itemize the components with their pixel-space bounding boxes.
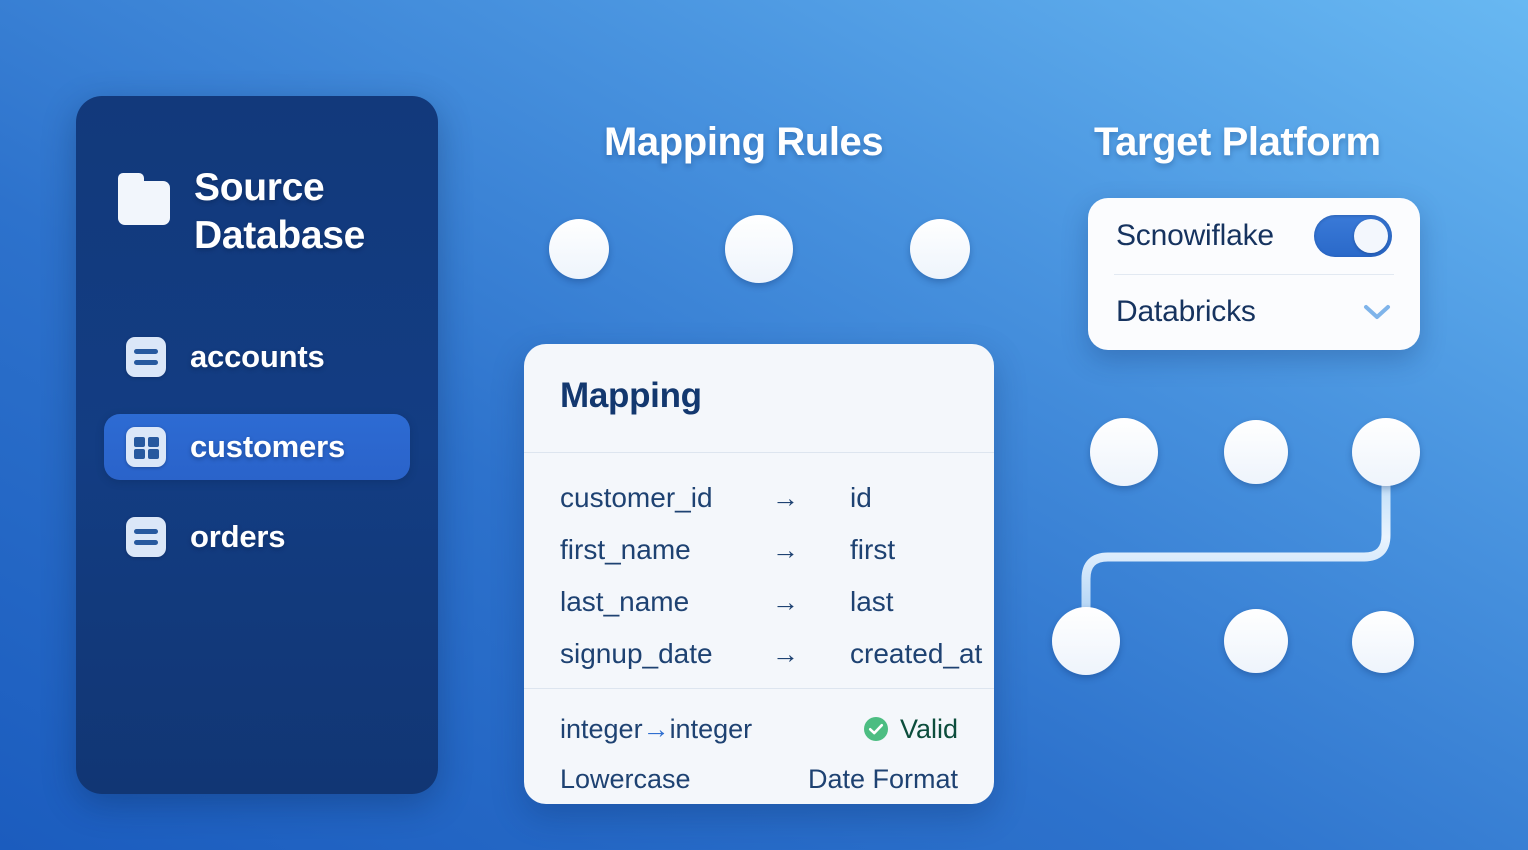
target-option-label: Scnowiflake: [1116, 219, 1274, 252]
mapping-card: Mapping customer_id → id first_name → fi…: [524, 344, 994, 804]
mapping-card-title: Mapping: [560, 376, 702, 415]
arrow-right-icon: →: [772, 638, 799, 669]
status-badge: Valid: [863, 714, 958, 745]
sidebar-item-label: orders: [190, 519, 286, 554]
transform-rules-line: Lowercase Date Format: [560, 754, 958, 804]
target-option-databricks[interactable]: Databricks: [1088, 274, 1420, 350]
graph-node-right-top-1[interactable]: [1090, 418, 1158, 486]
source-database-panel: Source Database accounts customers: [76, 96, 438, 794]
graph-node-top-1[interactable]: [549, 219, 609, 279]
list-rows-icon: [126, 337, 166, 377]
graph-node-right-bottom-2[interactable]: [1224, 609, 1288, 673]
toggle-knob: [1354, 219, 1388, 253]
status-label: Valid: [899, 713, 958, 744]
mapping-source-field: signup_date: [560, 638, 713, 669]
mapping-target-field: last: [850, 586, 894, 617]
sidebar-item-accounts[interactable]: accounts: [104, 324, 410, 390]
graph-node-right-top-3[interactable]: [1352, 418, 1420, 486]
mapping-source-field: customer_id: [560, 482, 713, 513]
type-to: integer: [669, 713, 753, 744]
mapping-row[interactable]: customer_id → id: [524, 472, 994, 524]
check-circle-icon: [863, 717, 888, 741]
cast-arrow-icon: →: [642, 713, 670, 744]
sidebar-item-label: accounts: [190, 339, 325, 374]
mapping-source-field: last_name: [560, 586, 690, 617]
source-database-header: Source Database: [118, 164, 365, 260]
card-divider-bottom: [524, 688, 994, 689]
table-list: accounts customers orders: [104, 324, 410, 594]
target-platform-card: Scnowiflake Databricks: [1088, 198, 1420, 350]
target-option-snowflake[interactable]: Scnowiflake: [1088, 198, 1420, 274]
target-card-divider: [1114, 274, 1394, 275]
graph-node-top-2[interactable]: [725, 215, 793, 283]
snowflake-toggle[interactable]: [1314, 215, 1392, 257]
mapping-row[interactable]: first_name → first: [524, 524, 994, 576]
type-from: integer: [560, 713, 643, 744]
mapping-row[interactable]: signup_date → created_at: [524, 628, 994, 680]
type-and-status-line: integer→integer Valid: [560, 704, 958, 754]
mapping-target-field: first: [850, 534, 896, 565]
mapping-source-field: first_name: [560, 534, 691, 565]
list-rows-icon: [126, 517, 166, 557]
graph-node-right-bottom-1[interactable]: [1052, 607, 1120, 675]
graph-node-right-top-2[interactable]: [1224, 420, 1288, 484]
chevron-down-icon[interactable]: [1362, 303, 1392, 321]
target-option-label: Databricks: [1116, 295, 1256, 328]
graph-node-right-bottom-3[interactable]: [1352, 611, 1414, 673]
graph-node-top-3[interactable]: [910, 219, 970, 279]
folder-icon: [118, 173, 170, 225]
sidebar-item-customers[interactable]: customers: [104, 414, 410, 480]
mapping-rules-heading: Mapping Rules: [604, 120, 884, 164]
mapping-target-field: id: [850, 482, 872, 513]
grid-icon: [126, 427, 166, 467]
mapping-card-footer: integer→integer Valid Lowercase Date For…: [524, 704, 994, 804]
sidebar-item-orders[interactable]: orders: [104, 504, 410, 570]
transform-rule-left: Lowercase: [560, 763, 691, 794]
arrow-right-icon: →: [772, 482, 799, 513]
mapping-target-field: created_at: [850, 638, 983, 669]
card-divider-top: [524, 452, 994, 453]
field-mapping-list: customer_id → id first_name → first last…: [524, 472, 994, 680]
arrow-right-icon: →: [772, 534, 799, 565]
source-database-title: Source Database: [194, 166, 366, 257]
target-platform-heading: Target Platform: [1094, 120, 1381, 164]
sidebar-item-label: customers: [190, 429, 345, 464]
arrow-right-icon: →: [772, 586, 799, 617]
mapping-row[interactable]: last_name → last: [524, 576, 994, 628]
type-cast-label: integer→integer: [560, 714, 752, 745]
transform-rule-right: Date Format: [807, 763, 958, 794]
